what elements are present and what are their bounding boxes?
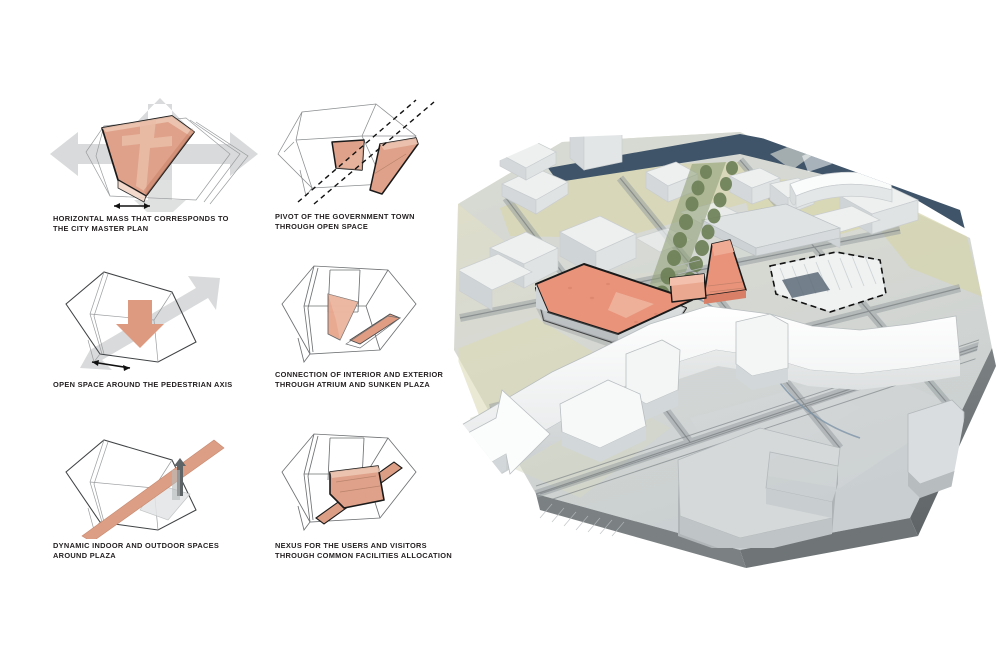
crescent-building (789, 171, 893, 209)
diagram-2-caption: PIVOT OF THE GOVERNMENT TOWN THROUGH OPE… (275, 212, 415, 232)
diagram-5-caption: DYNAMIC INDOOR AND OUTDOOR SPACES AROUND… (53, 541, 220, 561)
diagram-cell-1: HORIZONTAL MASS THAT CORRESPONDS TO THE … (44, 92, 259, 233)
diagram-4-graphic (281, 265, 417, 363)
dimension-arrow (114, 203, 150, 209)
orange-sunken-plaza-bar (345, 313, 401, 349)
diagram-1-caption: HORIZONTAL MASS THAT CORRESPONDS TO THE … (53, 214, 229, 234)
site-outline (281, 433, 417, 531)
diagram-2-graphic (277, 99, 435, 205)
site-folds (87, 271, 173, 363)
gray-up-arrow (172, 458, 186, 500)
diagram-4-caption: CONNECTION OF INTERIOR AND EXTERIOR THRO… (275, 370, 444, 390)
diagram-cell-2: PIVOT OF THE GOVERNMENT TOWN THROUGH OPE… (266, 92, 466, 231)
site-outline (85, 117, 249, 205)
podium-plaza (700, 203, 842, 257)
orange-diagonal-band (81, 439, 225, 539)
diagram-1-graphic (50, 98, 258, 212)
dashed-axis-lines (297, 99, 435, 205)
diagram-cell-6: NEXUS FOR THE USERS AND VISITORS THROUGH… (266, 424, 466, 560)
diagram-6-caption: NEXUS FOR THE USERS AND VISITORS THROUGH… (275, 541, 452, 561)
diagram-cell-5: DYNAMIC INDOOR AND OUTDOOR SPACES AROUND… (44, 424, 259, 560)
dimension-arrow (91, 360, 131, 371)
orange-down-arrow (116, 300, 164, 348)
orange-nexus-mass (329, 465, 385, 509)
context-buildings (458, 130, 919, 311)
gray-podium-block (677, 427, 841, 548)
main-proposed-building (535, 263, 693, 350)
diagram-5-graphic (65, 439, 225, 539)
diagram-3-caption: OPEN SPACE AROUND THE PEDESTRIAN AXIS (53, 380, 233, 389)
aerial-massing-render (440, 118, 1000, 570)
diagram-cell-4: CONNECTION OF INTERIOR AND EXTERIOR THRO… (266, 258, 466, 389)
orange-pivoted-masses (331, 137, 419, 195)
render-svg (454, 130, 996, 568)
right-edge-block (907, 399, 965, 498)
parking-hatches (539, 259, 703, 537)
future-phase-building (769, 251, 887, 313)
diagram-6-graphic (281, 433, 417, 531)
diagram-3-graphic (65, 271, 220, 371)
diagram-cell-3: OPEN SPACE AROUND THE PEDESTRIAN AXIS (44, 258, 259, 389)
orange-atrium-wedge (327, 293, 359, 341)
orange-triangular-mass (101, 115, 195, 203)
concept-diagram-panel: HORIZONTAL MASS THAT CORRESPONDS TO THE … (0, 0, 452, 647)
secondary-proposed-building (669, 239, 747, 304)
